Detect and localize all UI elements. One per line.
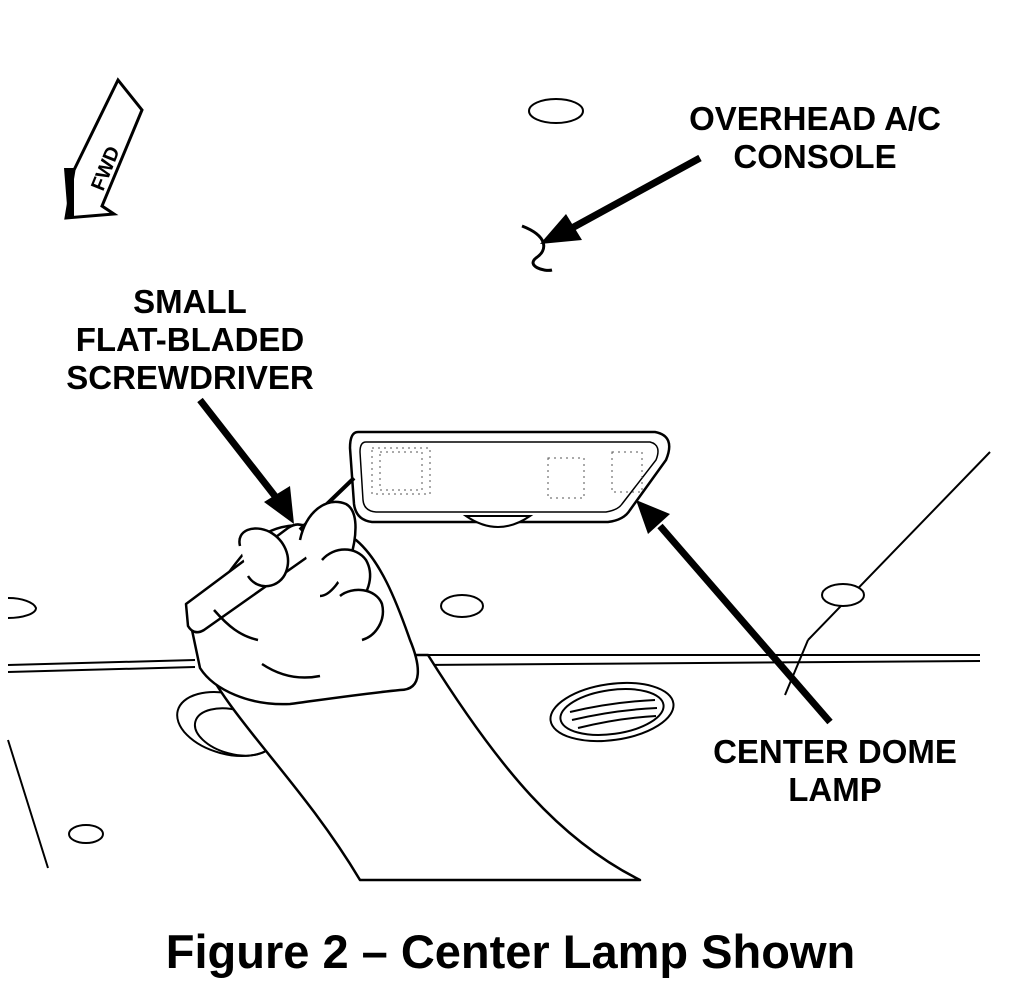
center-dome-lamp bbox=[348, 430, 671, 528]
figure-caption: Figure 2 – Center Lamp Shown bbox=[165, 925, 856, 978]
dome-lamp-label-line1: CENTER DOME bbox=[713, 733, 957, 770]
screwdriver-label-line2: FLAT-BLADED bbox=[75, 321, 305, 358]
headliner-outline bbox=[7, 451, 991, 869]
lens-stipple bbox=[371, 447, 643, 499]
screwdriver-arrow bbox=[197, 397, 294, 524]
screwdriver-label-line3: SCREWDRIVER bbox=[66, 359, 314, 396]
screwdriver-label-line1: SMALL bbox=[133, 283, 247, 320]
dome-lamp-label-line2: LAMP bbox=[788, 771, 882, 808]
leader-arrows bbox=[197, 154, 833, 725]
screwdriver-label: SMALL FLAT-BLADED SCREWDRIVER bbox=[45, 283, 335, 397]
dome-lamp-label: CENTER DOME LAMP bbox=[690, 733, 980, 809]
overhead-console-label: OVERHEAD A/C CONSOLE bbox=[665, 100, 965, 176]
air-vent-right bbox=[549, 681, 675, 743]
console-tab bbox=[521, 224, 553, 272]
overhead-console-label-line2: CONSOLE bbox=[733, 138, 897, 175]
hand-with-screwdriver bbox=[184, 476, 642, 882]
overhead-console-label-line1: OVERHEAD A/C bbox=[689, 100, 941, 137]
fwd-arrow-icon: FWD bbox=[64, 77, 144, 220]
dome-lamp-arrow bbox=[636, 500, 833, 725]
overhead-console-arrow bbox=[540, 154, 702, 244]
headliner-holes bbox=[7, 98, 865, 844]
